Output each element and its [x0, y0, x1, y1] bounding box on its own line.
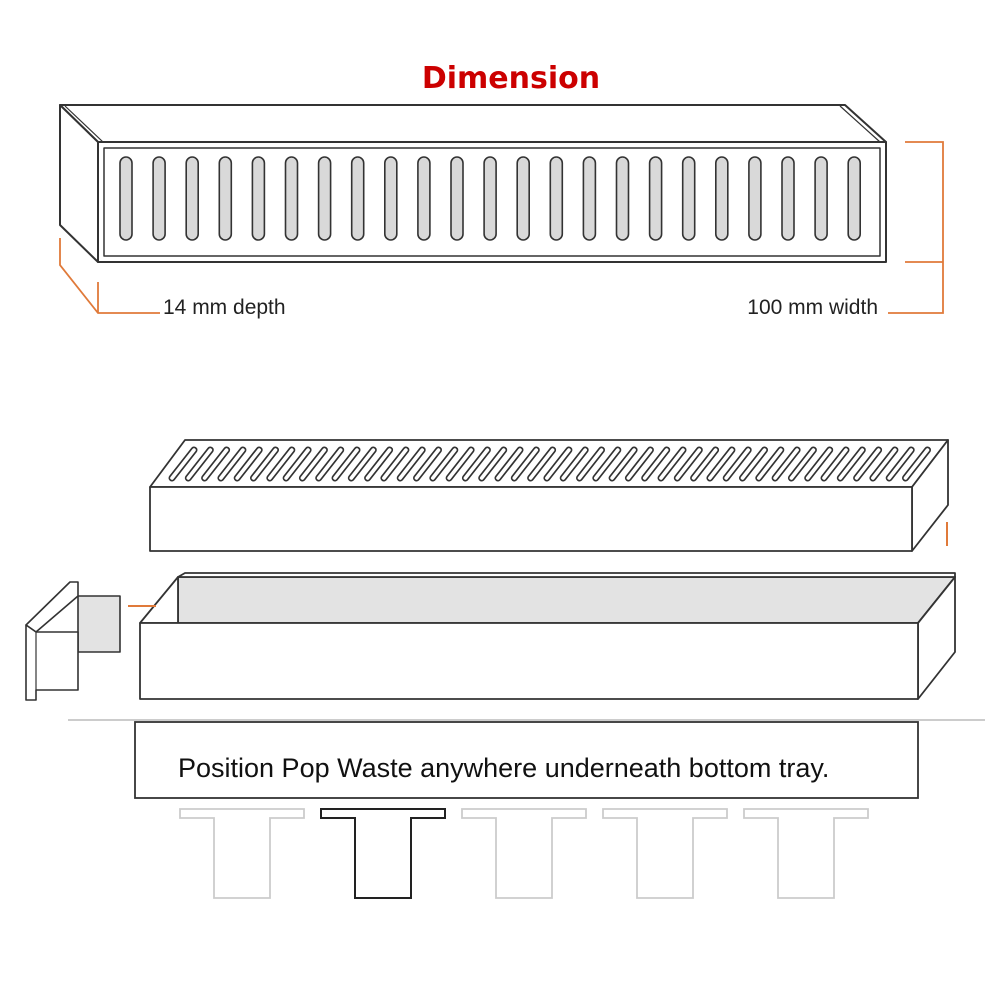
end-cap-front [25, 624, 79, 701]
grate-exploded-slot [268, 448, 294, 480]
grate-exploded-slot [333, 448, 359, 480]
tray-back-wall [177, 572, 956, 578]
grate-slot [648, 156, 663, 241]
grate-exploded-slot [300, 448, 327, 480]
note-text: Position Pop Waste anywhere underneath b… [178, 753, 829, 783]
grate-exploded-slot [691, 448, 718, 480]
grate-exploded-slot [675, 448, 702, 480]
grate-slot [714, 156, 729, 241]
grate-exploded-slot [251, 448, 278, 480]
width-label: 100 mm width [747, 296, 878, 319]
depth-label: 14 mm depth [163, 296, 286, 319]
grate-slot [814, 156, 828, 241]
grate-slot [417, 156, 431, 241]
channel-tray [139, 572, 956, 700]
grate-slot [251, 156, 266, 241]
grate-slots [119, 156, 862, 241]
grate-slot [119, 156, 133, 241]
end-cap [25, 581, 121, 701]
grate-slot [681, 156, 696, 241]
tray-left-end [139, 576, 179, 624]
pop-waste-option [602, 808, 728, 899]
grate-exploded-slot [219, 448, 245, 480]
grate-exploded-slot [724, 448, 750, 480]
grate-front-view [59, 104, 887, 263]
pop-waste-positions [179, 808, 869, 899]
grate-exploded-slot [740, 448, 767, 480]
grate-exploded-slot [512, 448, 539, 480]
grate-slot [781, 156, 795, 241]
grate-exploded-front [149, 486, 913, 552]
grate-exploded-slot [642, 448, 669, 480]
grate-exploded-slot [594, 448, 620, 480]
grate-slot [350, 156, 365, 241]
grate-exploded-slot [871, 448, 897, 480]
tray-front-wall [139, 622, 919, 700]
grate-slot [516, 156, 531, 241]
grate-exploded-slot [202, 448, 229, 480]
grate-exploded-slot [186, 448, 213, 480]
pop-waste-option [743, 808, 869, 899]
grate-exploded-slot [805, 448, 832, 480]
width-dimension-line [888, 141, 944, 314]
grate-slot [847, 156, 862, 241]
grate-exploded-slot [561, 448, 587, 480]
grate-exploded-slot [316, 448, 343, 480]
grate-exploded-slot [659, 448, 685, 480]
grate-exploded-slot [626, 448, 653, 480]
grate-bevel-left [64, 105, 104, 143]
grate-exploded-slot [773, 448, 799, 480]
grate-bevel-right [839, 105, 881, 143]
pop-waste-option [179, 808, 305, 899]
grate-slot [317, 156, 332, 241]
tray-inner-floor [177, 576, 956, 624]
grate-slot [748, 156, 762, 241]
grate-exploded-slot [887, 448, 913, 480]
grate-exploded-slot [545, 448, 571, 480]
grate-exploded-slot [284, 448, 310, 480]
grate-exploded-slot [398, 448, 424, 480]
depth-dimension-line [59, 238, 160, 314]
grate-exploded-slots [168, 446, 931, 482]
grate-exploded-slot [447, 448, 473, 480]
pop-waste-option [461, 808, 587, 899]
grate-exploded-slot [365, 448, 392, 480]
grate-exploded-slot [496, 448, 522, 480]
grate-exploded-slot [789, 448, 816, 480]
grate-slot [450, 156, 464, 241]
grate-exploded-slot [528, 448, 555, 480]
note-box [134, 721, 919, 799]
grate-exploded-slot [822, 448, 848, 480]
grate-slot [185, 156, 199, 241]
grate-top-face [59, 104, 887, 143]
grate-exploded-slot [349, 448, 376, 480]
grate-exploded-slot [414, 448, 441, 480]
grate-exploded-slot [903, 448, 930, 480]
grate-exploded-slot [708, 448, 734, 480]
grate-exploded-slot [610, 448, 636, 480]
grate-slot [218, 156, 233, 241]
grate-slot [284, 156, 299, 241]
diagram-title: Dimension [422, 61, 600, 96]
grate-exploded-slot [463, 448, 490, 480]
grate-exploded-slot [235, 448, 261, 480]
grate-slot [549, 156, 564, 241]
grate-exploded-slot [577, 448, 604, 480]
grate-exploded-slot [479, 448, 506, 480]
end-cap-back [77, 595, 121, 653]
grate-exploded-slot [854, 448, 881, 480]
grate-slot [152, 156, 166, 241]
grate-exploded-slot [757, 448, 783, 480]
grate-slot [582, 156, 597, 241]
pop-waste-selected [320, 808, 446, 899]
grate-exploded-slot [170, 448, 196, 480]
grate-slot [383, 156, 398, 241]
grate-exploded-slot [382, 448, 408, 480]
grate-slot [615, 156, 630, 241]
grate-exploded-slot [431, 448, 457, 480]
end-cap-top [25, 581, 79, 633]
grate-slot [483, 156, 497, 241]
grate-exploded-slot [838, 448, 865, 480]
